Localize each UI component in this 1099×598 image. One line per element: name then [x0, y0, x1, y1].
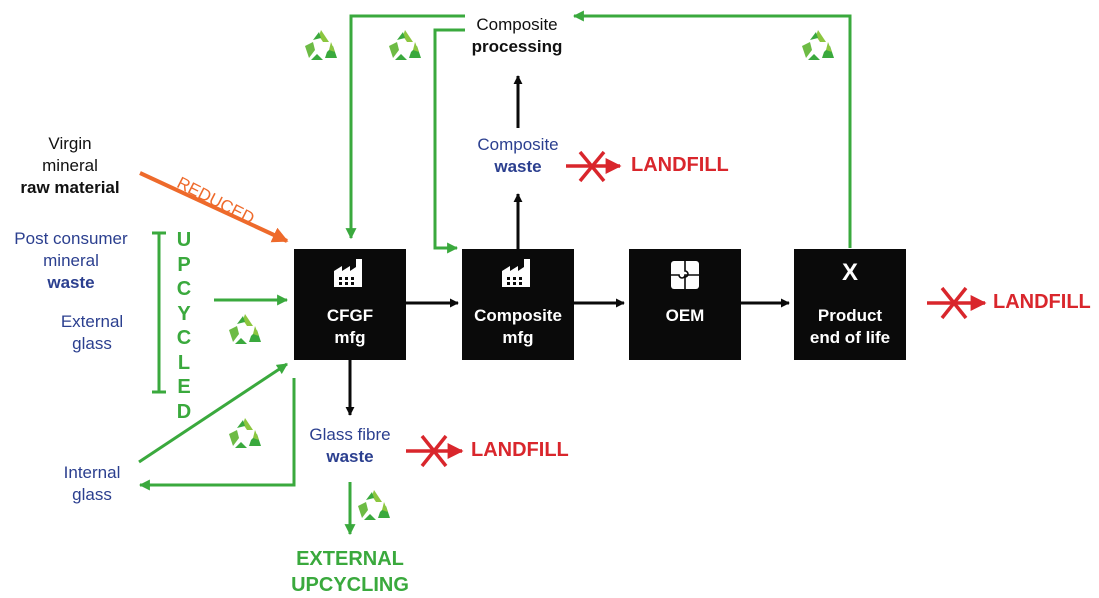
factory-icon — [502, 259, 530, 287]
recycle-icon — [229, 418, 261, 448]
crossed-arrow-icon — [927, 286, 987, 320]
composite-title-line2: mfg — [502, 328, 534, 347]
composite-waste-label: Composite waste — [477, 135, 559, 176]
oem-box: OEM — [629, 249, 741, 360]
green-eol-to-processing — [572, 10, 852, 248]
green-processing-to-cfgf — [345, 14, 465, 240]
glass-fibre-waste-label: Glass fibre waste — [309, 425, 391, 466]
puzzle-icon — [671, 261, 699, 289]
eol-title-line2: end of life — [809, 328, 891, 347]
cfgf-title-line1: CFGF — [326, 306, 374, 325]
landfill-label-composite: LANDFILL — [631, 154, 729, 176]
green-internal-to-cfgf — [138, 362, 288, 464]
external-glass-label: External glass — [60, 312, 124, 353]
x-icon: X — [841, 259, 859, 286]
virgin-material-label: Virgin mineral raw material — [20, 134, 120, 197]
post-consumer-label: Post consumer mineral waste — [14, 229, 128, 292]
external-upcycling-label: EXTERNAL UPCYCLING — [291, 548, 409, 596]
reduced-arrow — [139, 171, 289, 243]
crossed-arrow-icon — [566, 150, 622, 183]
oem-title: OEM — [665, 306, 705, 325]
landfill-label-glass: LANDFILL — [471, 439, 569, 461]
landfill-label-eol: LANDFILL — [993, 291, 1091, 313]
composite-title-line1: Composite — [474, 306, 562, 325]
internal-glass-label: Internal glass — [63, 463, 121, 504]
factory-icon — [334, 259, 362, 287]
recycle-icon — [305, 30, 337, 60]
composite-mfg-box: Composite mfg — [462, 249, 574, 360]
green-processing-to-composite — [433, 28, 465, 254]
cfgf-title-line2: mfg — [334, 328, 366, 347]
crossed-arrow-icon — [406, 434, 464, 468]
eol-title-line1: Product — [817, 306, 883, 325]
recycle-icon — [802, 30, 834, 60]
composite-processing-label: Composite processing — [471, 15, 563, 56]
cfgf-mfg-box: CFGF mfg — [294, 249, 406, 360]
recycle-icon — [389, 30, 421, 60]
recycle-icon — [229, 314, 261, 344]
recycle-icon — [358, 490, 390, 520]
product-end-of-life-box: X Product end of life — [794, 249, 906, 360]
green-cfgf-to-internal — [138, 378, 296, 491]
